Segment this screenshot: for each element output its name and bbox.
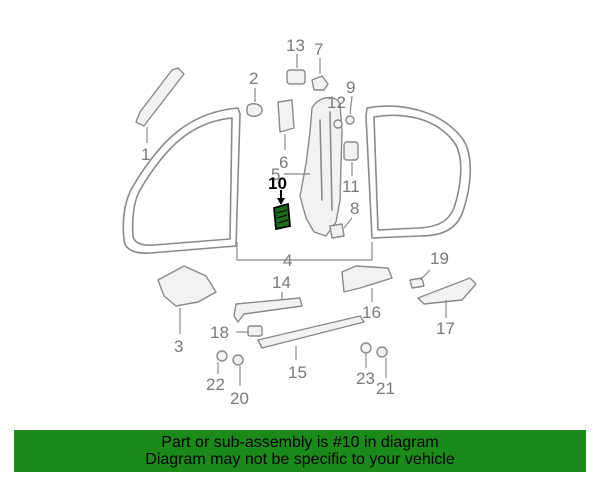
info-banner: Part or sub-assembly is #10 in diagram D… (14, 430, 586, 472)
clip-11 (343, 141, 359, 176)
callout-23: 23 (356, 369, 375, 388)
callout-15: 15 (288, 363, 307, 382)
clip-7 (311, 58, 329, 91)
rear-sill-17 (417, 277, 477, 318)
callout-19: 19 (430, 249, 449, 268)
callout-18: 18 (210, 323, 229, 342)
callout-13: 13 (286, 36, 305, 55)
clips-9-12 (333, 95, 355, 129)
callout-17: 17 (436, 319, 455, 338)
rear-door-seal (365, 105, 472, 239)
callout-2: 2 (249, 69, 258, 88)
banner-line-2: Diagram may not be specific to your vehi… (145, 451, 455, 468)
leader-4 (236, 242, 373, 261)
rear-trim-16 (341, 265, 393, 302)
callout-11: 11 (342, 177, 360, 196)
clip-2 (246, 88, 263, 117)
callout-4: 4 (283, 251, 292, 270)
callout-10: 10 (268, 174, 287, 193)
a-pillar-trim (135, 67, 185, 143)
clip-18 (236, 325, 263, 337)
bracket-13 (286, 54, 306, 85)
callout-1: 1 (141, 145, 150, 164)
front-door-seal (122, 107, 241, 254)
callout-8: 8 (350, 199, 359, 218)
clips-21-23 (360, 342, 388, 378)
banner-line-1: Part or sub-assembly is #10 in diagram (161, 434, 439, 451)
callout-9: 9 (346, 78, 355, 97)
callout-16: 16 (362, 303, 381, 322)
upper-trim-6 (277, 99, 295, 150)
callout-3: 3 (174, 337, 183, 356)
kick-panel-3 (157, 265, 217, 334)
clips-20-22 (216, 350, 244, 386)
clip-19 (409, 269, 431, 289)
callout-7: 7 (314, 40, 323, 59)
callout-5: 5 (271, 165, 280, 184)
callout-12: 12 (327, 93, 346, 112)
callout-6: 6 (279, 153, 288, 172)
callout-14: 14 (272, 273, 291, 292)
callout-21: 21 (376, 379, 395, 398)
highlighted-part-10 (273, 190, 291, 231)
clip-8 (329, 217, 353, 239)
callout-22: 22 (206, 375, 225, 394)
parts-diagram: 1 2 3 4 5 6 7 8 9 10 11 12 13 14 15 16 1… (122, 36, 477, 408)
callout-20: 20 (230, 389, 249, 408)
sill-trim-14 (233, 292, 303, 323)
sill-plate-15 (257, 315, 365, 360)
b-pillar-trim (284, 97, 343, 237)
